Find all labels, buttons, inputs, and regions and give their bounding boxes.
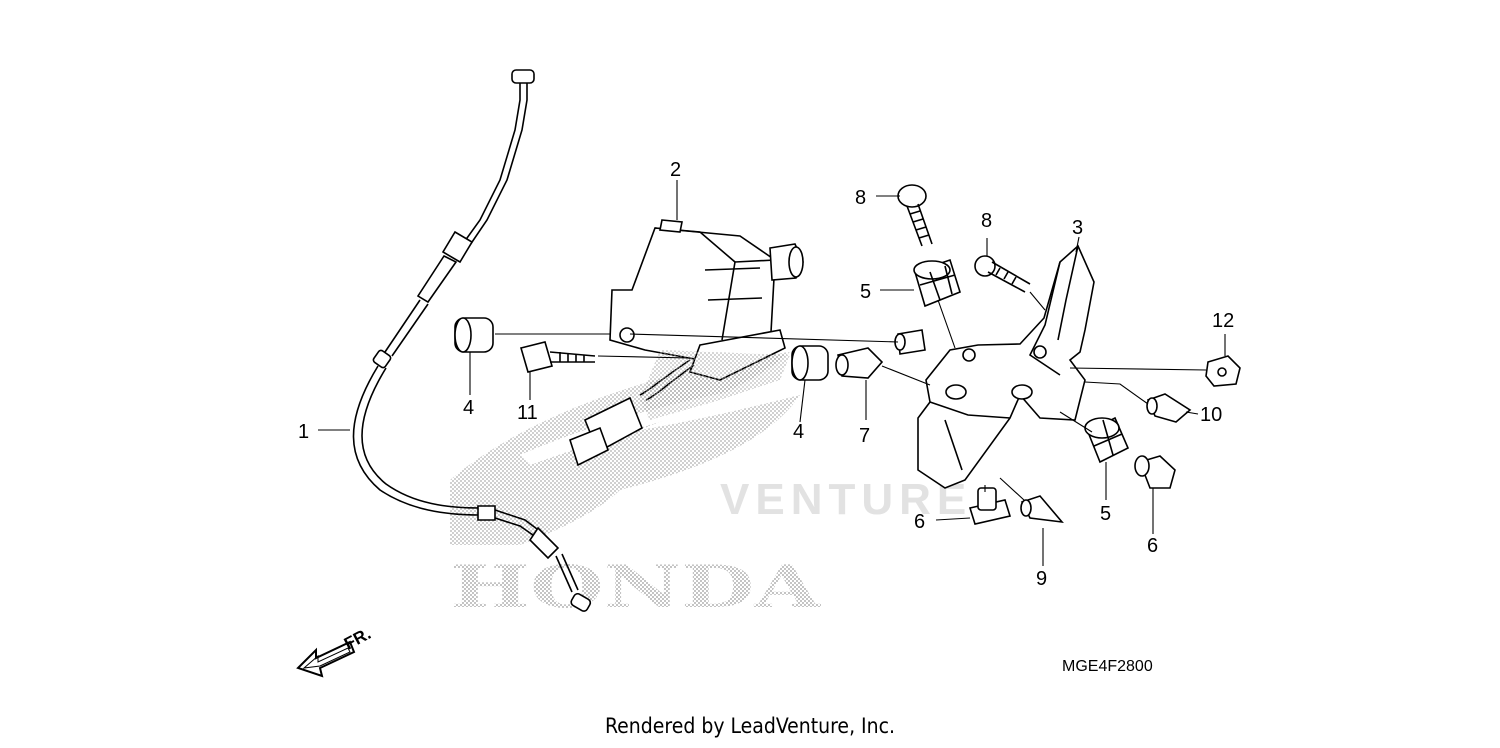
pin-stud (894, 329, 926, 355)
footer-credit: Rendered by LeadVenture, Inc. (605, 714, 895, 738)
callout-5-lower: 5 (1100, 503, 1111, 525)
callout-4-right: 4 (793, 421, 804, 443)
clip-10 (1146, 393, 1192, 423)
callout-8-top: 8 (855, 187, 866, 209)
bolt-8-top (897, 184, 933, 247)
callout-6-bottom: 6 (914, 511, 925, 533)
collar-7 (835, 347, 884, 379)
collar-6-lower (1134, 455, 1176, 489)
callout-11: 11 (517, 402, 538, 424)
callout-6-right: 6 (1147, 535, 1158, 557)
bolt-11 (519, 341, 596, 373)
callout-9: 9 (1036, 568, 1047, 590)
bolt-8-side (974, 255, 1031, 293)
diagram-code: MGE4F2800 (1062, 658, 1153, 675)
rubber-mount-5-lower (1084, 416, 1130, 464)
callout-2: 2 (670, 159, 681, 181)
nut-12 (1205, 355, 1241, 387)
leader-lines (318, 180, 1226, 566)
callout-4-left: 4 (463, 397, 474, 419)
callout-labels: 1 2 3 4 4 5 5 6 6 7 8 8 9 10 11 12 (298, 159, 1234, 590)
actuator-assembly (569, 219, 804, 467)
callout-3: 3 (1072, 217, 1083, 239)
control-cable (352, 69, 592, 612)
grommet-4-right (791, 345, 829, 381)
callout-10: 10 (1200, 404, 1222, 426)
watermark-vendor-text: VENTURE (720, 475, 972, 524)
front-direction-arrow: FR. (296, 624, 374, 678)
callout-1: 1 (298, 421, 309, 443)
rubber-mount-5-top (913, 258, 961, 308)
mounting-bracket (917, 244, 1095, 489)
clip-9 (1020, 495, 1064, 524)
collar-6-bottom (968, 487, 1012, 525)
honda-watermark: HONDA VENTURE (450, 352, 972, 621)
watermark-brand-text: HONDA (450, 553, 821, 621)
callout-8-side: 8 (981, 210, 992, 232)
callout-12: 12 (1212, 310, 1234, 332)
grommet-4-left (454, 317, 494, 353)
callout-5-top: 5 (860, 281, 871, 303)
callout-7: 7 (859, 425, 870, 447)
